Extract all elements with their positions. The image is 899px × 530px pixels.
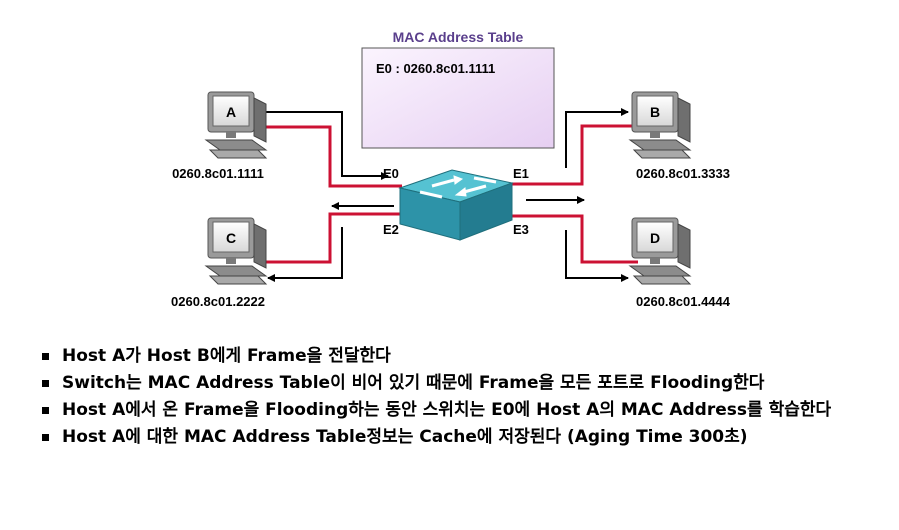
bullet-text: Host A에 대한 MAC Address Table정보는 Cache에 저…: [62, 427, 748, 447]
host-a: A: [205, 91, 267, 159]
host-c-letter: C: [226, 230, 236, 246]
port-e3-label: E3: [513, 222, 529, 237]
host-d: D: [629, 217, 691, 285]
mac-address-table: MAC Address Table E0 : 0260.8c01.1111: [361, 29, 555, 149]
host-d-mac: 0260.8c01.4444: [636, 294, 731, 309]
arrow-from-a: [262, 111, 389, 180]
host-b: B: [629, 91, 691, 159]
port-e1-label: E1: [513, 166, 529, 181]
link-lines: [262, 124, 638, 264]
host-a-letter: A: [226, 104, 236, 120]
arrow-to-c: [267, 227, 343, 282]
bullet-icon: [42, 434, 49, 441]
host-b-mac: 0260.8c01.3333: [636, 166, 730, 181]
bullet-text: Host A에서 온 Frame을 Flooding하는 동안 스위치는 E0에…: [62, 400, 832, 420]
mac-table-title: MAC Address Table: [393, 29, 524, 45]
bullet-text: Switch는 MAC Address Table이 비어 있기 때문에 Fra…: [62, 373, 765, 393]
bullet-icon: [42, 407, 49, 414]
port-e2-label: E2: [383, 222, 399, 237]
computer-icon: [205, 91, 267, 159]
bullet-item: Host A에서 온 Frame을 Flooding하는 동안 스위치는 E0에…: [40, 398, 880, 422]
host-c-mac: 0260.8c01.2222: [171, 294, 265, 309]
bullet-item: Switch는 MAC Address Table이 비어 있기 때문에 Fra…: [40, 371, 880, 395]
host-b-letter: B: [650, 104, 660, 120]
arrow-to-b: [565, 108, 629, 168]
bullet-item: Host A가 Host B에게 Frame을 전달한다: [40, 344, 880, 368]
network-diagram: MAC Address Table E0 : 0260.8c01.1111 E0: [171, 29, 731, 309]
bullet-icon: [42, 380, 49, 387]
link-a: [262, 125, 402, 188]
computer-icon: [629, 91, 691, 159]
host-a-mac: 0260.8c01.1111: [172, 166, 264, 181]
flow-arrows: [262, 108, 629, 282]
computer-icon: [205, 217, 267, 285]
port-e0-label: E0: [383, 166, 399, 181]
arrow-to-d: [565, 230, 629, 282]
host-d-letter: D: [650, 230, 660, 246]
computer-icon: [629, 217, 691, 285]
host-c: C: [205, 217, 267, 285]
link-b: [512, 124, 638, 186]
bullet-item: Host A에 대한 MAC Address Table정보는 Cache에 저…: [40, 425, 880, 449]
bullet-text: Host A가 Host B에게 Frame을 전달한다: [62, 346, 391, 366]
link-d: [512, 214, 638, 264]
switch-icon: [398, 169, 514, 241]
mac-table-entry: E0 : 0260.8c01.1111: [376, 61, 495, 76]
bullet-icon: [42, 353, 49, 360]
link-c: [262, 212, 402, 264]
explanation-list: Host A가 Host B에게 Frame을 전달한다 Switch는 MAC…: [40, 344, 880, 452]
